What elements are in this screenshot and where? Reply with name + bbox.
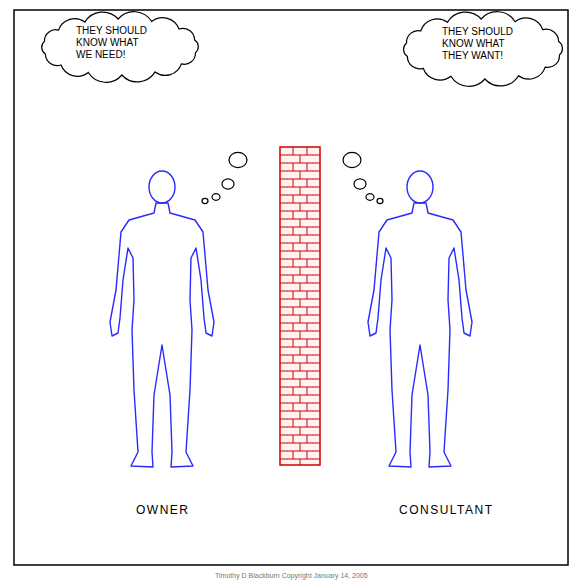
mortar-joint [307, 435, 308, 443]
body [110, 203, 214, 467]
mortar-joint [300, 395, 301, 403]
mortar-joint [307, 211, 308, 219]
head [407, 171, 433, 203]
mortar-joint [293, 179, 294, 187]
frame [14, 10, 568, 565]
thought-bubble [366, 194, 374, 201]
mortar-joint [300, 155, 301, 163]
role-label: OWNER [136, 503, 190, 517]
mortar-joint [300, 459, 301, 465]
thought-cloud: THEY SHOULD KNOW WHAT THEY WANT! [398, 12, 568, 86]
mortar-joint [293, 323, 294, 331]
mortar-joint [307, 371, 308, 379]
mortar-joint [293, 435, 294, 443]
mortar-joint [293, 403, 294, 411]
mortar-joint [293, 195, 294, 203]
mortar-joint [300, 315, 301, 323]
mortar-joint [300, 363, 301, 371]
person-figure [110, 171, 214, 467]
mortar-joint [300, 299, 301, 307]
mortar-joint [300, 427, 301, 435]
mortar-joint [300, 267, 301, 275]
head [149, 171, 175, 203]
thought-cloud: THEY SHOULD KNOW WHAT WE NEED! [36, 12, 204, 82]
mortar-joint [293, 259, 294, 267]
mortar-joint [293, 307, 294, 315]
mortar-joint [307, 307, 308, 315]
mortar-joint [307, 323, 308, 331]
mortar-joint [307, 339, 308, 347]
mortar-joint [293, 339, 294, 347]
wall-outline [280, 147, 320, 465]
mortar-joint [300, 203, 301, 211]
mortar-joint [300, 219, 301, 227]
mortar-joint [300, 283, 301, 291]
mortar-joint [300, 411, 301, 419]
mortar-joint [293, 243, 294, 251]
mortar-joint [300, 331, 301, 339]
mortar-joint [293, 147, 294, 155]
thought-text: THEY SHOULD KNOW WHAT WE NEED! [76, 25, 152, 61]
mortar-joint [293, 371, 294, 379]
mortar-joint [307, 387, 308, 395]
person-figure [368, 171, 472, 467]
body [368, 203, 472, 467]
mortar-joint [307, 451, 308, 459]
mortar-joint [293, 211, 294, 219]
mortar-joint [293, 163, 294, 171]
mortar-joint [293, 275, 294, 283]
mortar-joint [293, 291, 294, 299]
mortar-joint [307, 259, 308, 267]
thought-bubble [212, 194, 220, 201]
mortar-joint [293, 355, 294, 363]
brick-wall [280, 147, 320, 465]
mortar-joint [307, 163, 308, 171]
cloud-shape [404, 12, 563, 87]
mortar-joint [293, 419, 294, 427]
mortar-joint [300, 347, 301, 355]
mortar-joint [300, 171, 301, 179]
cloud-shape [42, 12, 199, 83]
thought-bubble [343, 152, 361, 167]
mortar-joint [307, 195, 308, 203]
mortar-joint [307, 355, 308, 363]
thought-bubble [202, 198, 208, 203]
thought-bubble [222, 179, 234, 189]
thought-bubble [354, 179, 366, 189]
thought-bubble [377, 198, 383, 203]
mortar-joint [300, 251, 301, 259]
mortar-joint [307, 291, 308, 299]
mortar-joint [300, 235, 301, 243]
mortar-joint [300, 187, 301, 195]
role-label: CONSULTANT [399, 503, 494, 517]
mortar-joint [300, 443, 301, 451]
mortar-joint [293, 227, 294, 235]
thought-text: THEY SHOULD KNOW WHAT THEY WANT! [442, 26, 518, 62]
copyright-note: Timothy D Blackburn Copyright January 14… [215, 572, 368, 579]
mortar-joint [307, 243, 308, 251]
mortar-joint [293, 451, 294, 459]
mortar-joint [293, 387, 294, 395]
mortar-joint [307, 403, 308, 411]
mortar-joint [307, 147, 308, 155]
thought-bubble [229, 152, 247, 167]
mortar-joint [307, 419, 308, 427]
mortar-joint [300, 379, 301, 387]
mortar-joint [307, 227, 308, 235]
mortar-joint [307, 275, 308, 283]
mortar-joint [307, 179, 308, 187]
